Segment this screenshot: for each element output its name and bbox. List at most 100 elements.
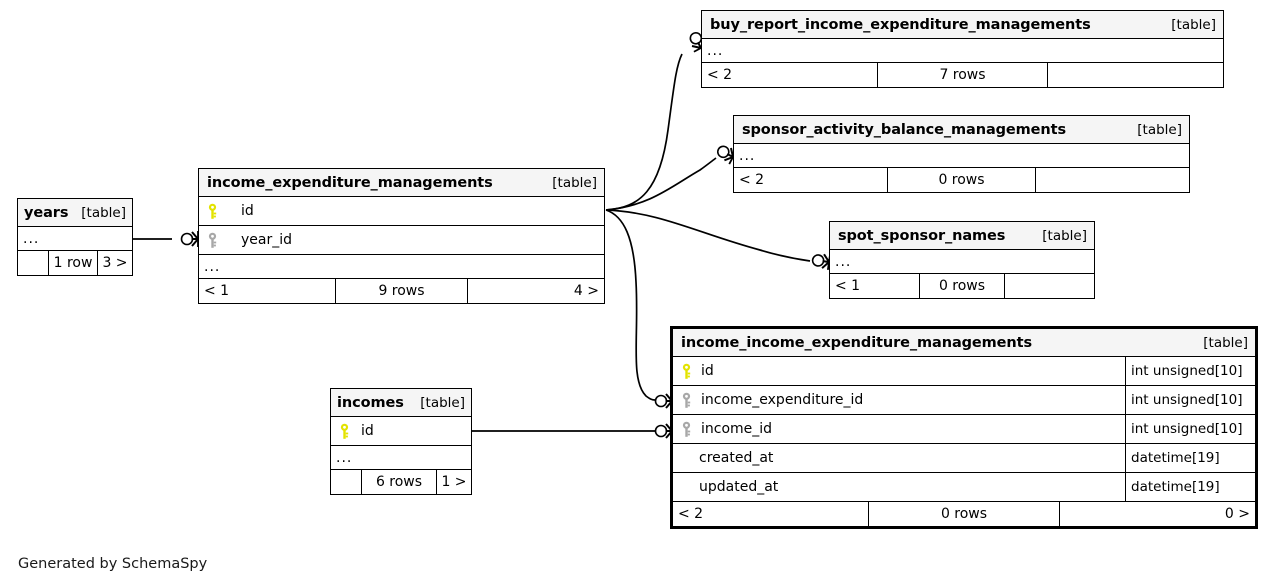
column-cell: id (331, 423, 471, 440)
footer-row-count: 6 rows (361, 470, 437, 494)
generated-by-credit: Generated by SchemaSpy (18, 556, 208, 572)
footer-row-count: 1 row (48, 251, 98, 275)
table-row[interactable]: created_at datetime[19] (673, 444, 1255, 473)
table-row[interactable]: id (199, 197, 604, 226)
table-footer: < 2 0 rows 0 > (673, 502, 1255, 526)
edge-iem-to-sponsor-activity (605, 157, 717, 211)
column-cell: id (199, 203, 604, 220)
collapsed-columns-ellipsis: ... (199, 255, 604, 279)
edge-iem-to-spot-sponsor (605, 209, 811, 262)
footer-parents-count: < 2 (707, 67, 733, 83)
table-title: years (24, 204, 69, 221)
table-header: incomes [table] (331, 389, 471, 417)
collapsed-columns-ellipsis: ... (18, 227, 132, 251)
footer-children-count (1005, 274, 1094, 298)
table-row[interactable]: income_id int unsigned[10] (673, 415, 1255, 444)
table-type-tag: [table] (81, 204, 126, 221)
column-type: int unsigned[10] (1125, 386, 1255, 414)
column-cell: id (673, 363, 1125, 380)
table-title: income_income_expenditure_managements (681, 334, 1032, 351)
footer-children-count (1048, 63, 1223, 87)
primary-key-icon (206, 203, 219, 220)
table-row[interactable]: year_id (199, 226, 604, 255)
column-cell: income_id (673, 421, 1125, 438)
column-name: income_id (701, 421, 773, 437)
footer-children-count: 1 > (441, 474, 467, 490)
table-node-spot-sponsor-names[interactable]: spot_sponsor_names [table] ... < 1 0 row… (829, 221, 1095, 299)
table-type-tag: [table] (1203, 334, 1248, 351)
column-type: datetime[19] (1125, 473, 1255, 501)
collapsed-columns-ellipsis: ... (702, 39, 1223, 63)
table-title: buy_report_income_expenditure_management… (710, 16, 1091, 33)
table-node-income-expenditure-managements[interactable]: income_expenditure_managements [table] i… (198, 168, 605, 304)
footer-parents-count (18, 251, 48, 275)
footer-parents-count: < 1 (204, 283, 230, 299)
footer-row-count: 7 rows (876, 63, 1049, 87)
collapsed-columns-ellipsis: ... (734, 144, 1189, 168)
column-type: int unsigned[10] (1125, 415, 1255, 443)
table-node-years[interactable]: years [table] ... 1 row 3 > (17, 198, 133, 276)
collapsed-columns-ellipsis: ... (331, 446, 471, 470)
footer-row-count: 0 rows (919, 274, 1005, 298)
primary-key-icon (338, 423, 351, 440)
column-name: updated_at (699, 479, 779, 495)
table-type-tag: [table] (420, 394, 465, 411)
edge-iem-to-buy-report (605, 53, 683, 211)
footer-parents-count: < 2 (739, 172, 765, 188)
table-footer: 1 row 3 > (18, 251, 132, 275)
footer-parents-count (331, 470, 361, 494)
footer-children-count: 0 > (1224, 506, 1250, 522)
footer-row-count: 0 rows (886, 168, 1037, 192)
column-name: income_expenditure_id (701, 392, 864, 408)
table-type-tag: [table] (1171, 16, 1216, 33)
primary-key-icon (680, 363, 693, 380)
table-node-incomes[interactable]: incomes [table] id ... 6 row (330, 388, 472, 495)
table-title: sponsor_activity_balance_managements (742, 121, 1066, 138)
foreign-key-icon (680, 392, 693, 409)
table-node-income-income-expenditure-managements[interactable]: income_income_expenditure_managements [t… (670, 326, 1258, 529)
table-footer: < 2 0 rows (734, 168, 1189, 192)
table-footer: 6 rows 1 > (331, 470, 471, 494)
table-title: incomes (337, 394, 404, 411)
table-header: income_expenditure_managements [table] (199, 169, 604, 197)
table-header: spot_sponsor_names [table] (830, 222, 1094, 250)
column-type: int unsigned[10] (1125, 357, 1255, 385)
table-row[interactable]: id (331, 417, 471, 446)
table-title: income_expenditure_managements (207, 174, 493, 191)
foreign-key-icon (680, 421, 693, 438)
footer-parents-count: < 2 (678, 506, 704, 522)
foreign-key-icon (206, 232, 219, 249)
table-row[interactable]: id int unsigned[10] (673, 357, 1255, 386)
footer-row-count: 0 rows (868, 502, 1060, 526)
table-header: sponsor_activity_balance_managements [ta… (734, 116, 1189, 144)
table-title: spot_sponsor_names (838, 227, 1006, 244)
table-footer: < 2 7 rows (702, 63, 1223, 87)
edge-iem-to-join-table (605, 209, 656, 401)
collapsed-columns-ellipsis: ... (830, 250, 1094, 274)
table-node-sponsor-activity-balance-managements[interactable]: sponsor_activity_balance_managements [ta… (733, 115, 1190, 193)
footer-parents-count: < 1 (835, 278, 861, 294)
column-cell: updated_at (673, 479, 1125, 495)
column-name: id (361, 423, 374, 439)
column-name: created_at (699, 450, 774, 466)
table-header: buy_report_income_expenditure_management… (702, 11, 1223, 39)
table-row[interactable]: income_expenditure_id int unsigned[10] (673, 386, 1255, 415)
table-row[interactable]: updated_at datetime[19] (673, 473, 1255, 502)
table-type-tag: [table] (552, 174, 597, 191)
table-footer: < 1 9 rows 4 > (199, 279, 604, 303)
footer-children-count (1036, 168, 1189, 192)
table-node-buy-report-income-expenditure-managements[interactable]: buy_report_income_expenditure_management… (701, 10, 1224, 88)
table-type-tag: [table] (1137, 121, 1182, 138)
footer-children-count: 4 > (573, 283, 599, 299)
column-cell: created_at (673, 450, 1125, 466)
column-cell: year_id (199, 232, 604, 249)
column-cell: income_expenditure_id (673, 392, 1125, 409)
table-footer: < 1 0 rows (830, 274, 1094, 298)
column-name: id (241, 203, 254, 219)
table-header: years [table] (18, 199, 132, 227)
table-header: income_income_expenditure_managements [t… (673, 329, 1255, 357)
footer-row-count: 9 rows (335, 279, 468, 303)
table-type-tag: [table] (1042, 227, 1087, 244)
footer-children-count: 3 > (102, 255, 128, 271)
